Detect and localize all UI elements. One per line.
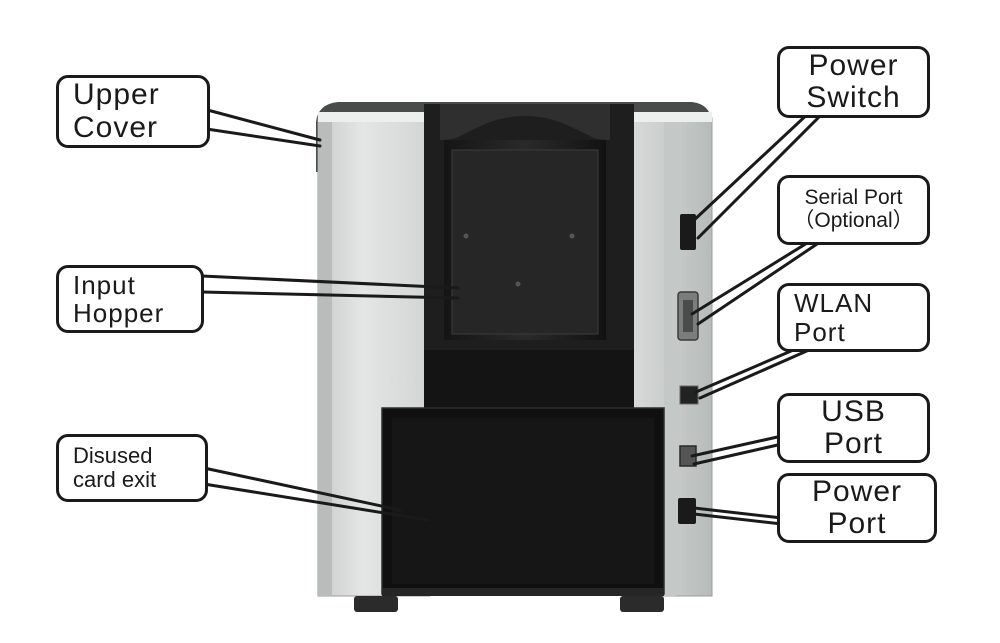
callout-input-hopper-line2: Hopper: [73, 298, 165, 328]
callout-wlan-port-line1: WLAN: [794, 288, 874, 319]
callout-serial-port: Serial Port （Optional）: [777, 175, 930, 245]
lower-tray-upper: [424, 350, 634, 412]
leader-upper-cover: [198, 106, 322, 142]
callout-disused-card-exit-line1: Disused: [73, 443, 153, 469]
leader-wlan-port: [698, 344, 820, 400]
leader-serial-port: [696, 240, 822, 326]
hopper-screw: [463, 233, 469, 239]
leader-disused-exit: [202, 482, 430, 522]
callout-disused-card-exit-line2: card exit: [73, 467, 157, 492]
callout-power-port: Power Port: [777, 473, 937, 543]
leader-power-port: [692, 512, 784, 526]
callout-upper-cover: Upper Cover: [56, 75, 210, 148]
callout-usb-port: USB Port: [777, 393, 930, 463]
foot-left: [354, 596, 398, 612]
callout-serial-port-line1: Serial Port: [804, 186, 903, 210]
callout-disused-card-exit: Disused card exit: [56, 434, 208, 502]
callout-input-hopper: Input Hopper: [56, 265, 204, 333]
top-lip-right: [628, 112, 712, 122]
leader-usb-port: [690, 434, 784, 458]
leader-power-switch: [696, 112, 824, 240]
callout-wlan-port: WLAN Port: [777, 283, 930, 352]
callout-power-port-line2: Port: [827, 507, 887, 540]
leader-power-switch: [690, 108, 814, 224]
foot-right: [620, 596, 664, 612]
callout-usb-port-line2: Port: [823, 427, 884, 460]
left-side-edge: [318, 118, 332, 596]
serial-port-face: [683, 300, 693, 332]
right-side-strip: [664, 118, 676, 596]
callout-power-switch-line1: Power: [808, 48, 899, 82]
hopper-window: [451, 149, 599, 335]
leader-upper-cover: [198, 126, 322, 148]
callout-serial-port-line2: （Optional）: [793, 209, 914, 232]
hopper-screw: [515, 281, 521, 287]
leader-power-port: [692, 506, 784, 520]
callout-upper-cover-line2: Cover: [73, 110, 159, 144]
printer-body: [316, 102, 713, 612]
callout-upper-cover-line1: Upper: [73, 78, 160, 112]
callout-power-switch-line2: Switch: [806, 81, 901, 114]
leader-disused-exit: [202, 466, 402, 512]
callout-input-hopper-line1: Input: [73, 269, 136, 300]
callout-usb-port-line1: USB: [821, 394, 886, 428]
callout-power-switch: Power Switch: [777, 46, 930, 118]
wlan-port-connector: [679, 385, 699, 405]
hopper-screw: [569, 233, 575, 239]
power-port-connector: [678, 498, 696, 524]
leader-usb-port: [692, 442, 784, 466]
callout-power-port-line1: Power: [811, 474, 903, 508]
input-hopper: [440, 104, 610, 140]
disused-card-exit-inner: [392, 418, 654, 584]
callout-wlan-port-line2: Port: [794, 316, 846, 347]
leader-input-hopper: [200, 274, 460, 290]
leader-serial-port: [690, 238, 814, 316]
top-lip-left: [318, 112, 430, 122]
leader-input-hopper: [200, 290, 460, 300]
tray-bottom-lip: [382, 588, 664, 596]
